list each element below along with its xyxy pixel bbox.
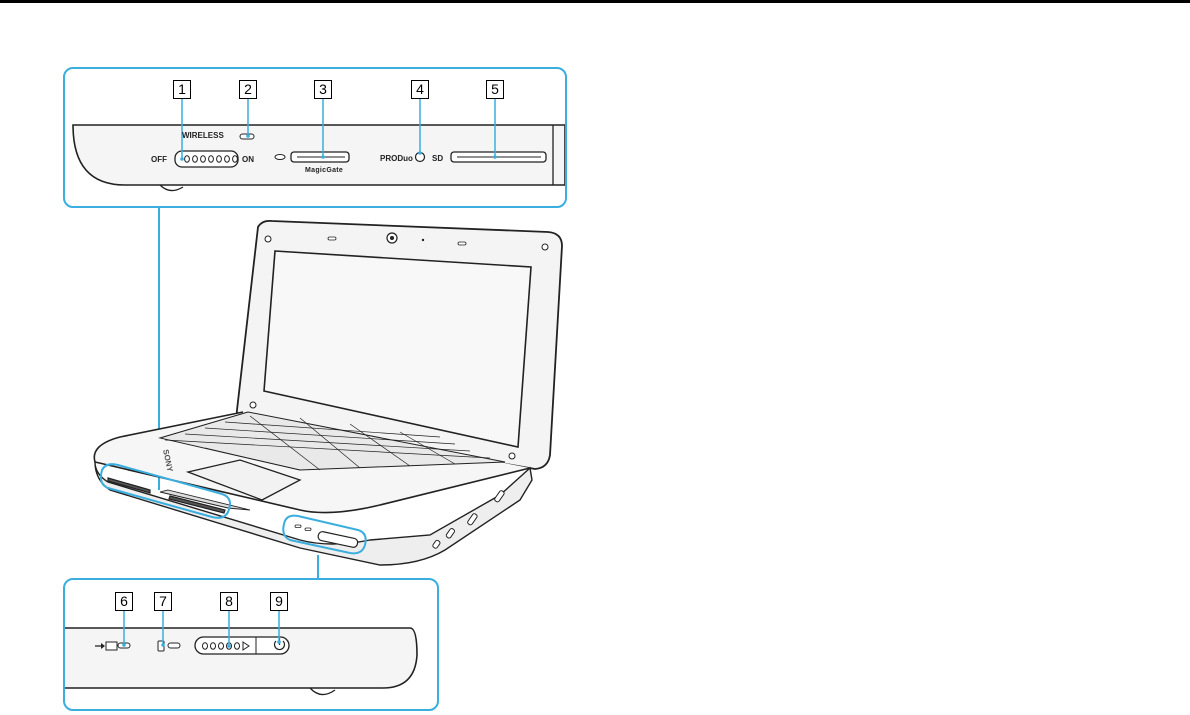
bottom-detail-inset: 6 7 8 9 bbox=[63, 578, 439, 711]
callout-6: 6 bbox=[115, 592, 133, 611]
callout-7: 7 bbox=[154, 592, 172, 611]
callout-9: 9 bbox=[270, 592, 288, 611]
callout-8: 8 bbox=[220, 592, 238, 611]
